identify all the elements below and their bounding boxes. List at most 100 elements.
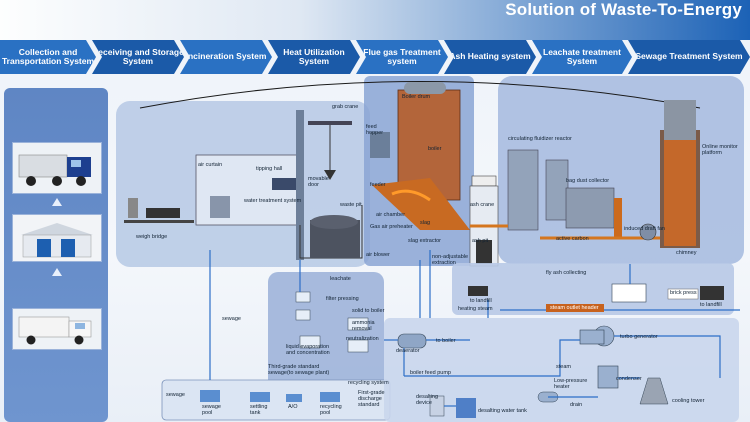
label-grab-crane: grab crane [332, 104, 359, 110]
desalting-water-tank [456, 398, 476, 418]
label-ammonia-removal: ammonia removal [352, 320, 375, 332]
ash-pit [476, 240, 492, 264]
label-water-treatment: water treatment system [244, 198, 302, 204]
label-brick-press: brick press [670, 290, 697, 296]
label-boiler-drum: Boiler drum [402, 94, 431, 100]
grab-crane-beam [308, 121, 352, 125]
label-turbo-generator: turbo generator [620, 334, 658, 340]
label-air-blower: air blower [366, 252, 390, 258]
transfer-station-icon [13, 215, 101, 261]
label-steam: steam [556, 364, 571, 370]
up-arrow-icon [52, 198, 62, 206]
stage-heat-utilization[interactable]: Heat Utilization System [268, 40, 360, 74]
label-heating-steam: heating steam [458, 306, 493, 312]
label-gas-air-preheater: Gas air preheater [370, 224, 413, 230]
feed-hopper [370, 132, 390, 158]
garbage-truck-image [12, 142, 102, 194]
stage-bar: Collection and Transportation System Rec… [0, 40, 750, 74]
weigh-truck [146, 208, 180, 218]
label-filter-pressing: filter pressing [326, 296, 359, 302]
stage-ash-heating[interactable]: Ash Heating system [444, 40, 536, 74]
collection-vehicle-icon [13, 309, 101, 349]
label-leachate: leachate [330, 276, 351, 282]
label-circulating-reactor: circulating fluidizer reactor [508, 136, 572, 142]
stage-incineration[interactable]: Incineration System [180, 40, 272, 74]
collection-vehicle-image [12, 308, 102, 350]
label-weigh-bridge: weigh bridge [136, 234, 168, 240]
grab-icon [324, 170, 336, 180]
collection-panel [4, 88, 108, 422]
stage-collection[interactable]: Collection and Transportation System [0, 40, 96, 74]
label-movable-door: movable door [308, 176, 329, 188]
label-desalting-device: desalting device [416, 394, 439, 406]
label-waste-pit: waste pit [340, 202, 362, 208]
label-condenser: condenser [616, 376, 642, 382]
label-cooling-tower: cooling tower [672, 398, 705, 404]
label-steam-outlet-header: steam outlet header [550, 305, 599, 311]
transfer-station-image [12, 214, 102, 262]
circulating-reactor [507, 149, 539, 231]
label-first-grade: First-grade discharge standard [358, 390, 385, 408]
label-feeder: feeder [370, 182, 386, 188]
label-ash-crane: ash crane [470, 202, 495, 208]
stage-sewage[interactable]: Sewage Treatment System [628, 40, 750, 74]
label-slag: slag [420, 220, 431, 226]
label-tipping-hall: tipping hall [256, 166, 283, 172]
label-air-curtain: air curtain [198, 162, 223, 168]
label-recycling-system: recycling system [348, 380, 389, 386]
label-low-pressure-heater: Low-pressure heater [554, 378, 588, 390]
label-ash-pit: ash pit [472, 238, 489, 244]
up-arrow-icon-2 [52, 268, 62, 276]
stage-receiving[interactable]: Receiving and Storage System [92, 40, 184, 74]
label-feed-hopper: feed hopper [366, 124, 384, 136]
label-sewage: sewage [222, 316, 241, 322]
label-deaerator: deaerator [396, 348, 420, 354]
label-neutralization: neutralization [346, 336, 379, 342]
label-fly-ash: fly ash collecting [546, 270, 587, 276]
label-drain: drain [570, 402, 583, 408]
cooling-tower [639, 377, 669, 405]
label-slag-extractor: slag extractor [408, 238, 442, 244]
label-online-monitor: Online monitor platform [702, 144, 738, 156]
label-chimney: chimney [676, 250, 697, 256]
pit-wall [296, 110, 304, 260]
ash-crane [471, 175, 497, 187]
header-banner: Solution of Waste-To-Energy [0, 0, 750, 40]
label-bag-dust: bag dust collector [566, 178, 610, 184]
garbage-truck-icon [13, 143, 101, 193]
label-air-chamber: air chamber [376, 212, 406, 218]
label-ao: A/O [288, 404, 298, 410]
landfill-truck [700, 286, 724, 300]
bag-dust-collector [565, 187, 615, 229]
label-non-adjustable: non-adjustable extraction [432, 254, 469, 266]
condenser [597, 365, 619, 389]
steam-outlet-header [546, 304, 604, 312]
deaerator [397, 333, 427, 349]
label-to-boiler: to boiler [436, 338, 456, 344]
induced-draft-fan [639, 223, 657, 241]
ash-heating-panel [452, 263, 734, 315]
page-title: Solution of Waste-To-Energy [505, 0, 742, 19]
label-third-grade: Third-grade standard sewage(to sewage pl… [268, 364, 330, 376]
stage-leachate[interactable]: Leachate treatment System [532, 40, 632, 74]
label-liquid-evaporation: liquid evaporation and concentration [286, 344, 330, 356]
tipping-truck [272, 178, 296, 190]
sewage-panel [161, 379, 391, 421]
label-sewage-pool: sewage pool [202, 404, 221, 416]
label-boiler-feed-pump: boiler feed pump [410, 370, 451, 376]
building-roof [139, 81, 701, 109]
label-boiler: boiler [428, 146, 442, 152]
label-settling-tank: settling tank [250, 404, 268, 416]
label-active-carbon: active carbon [556, 236, 589, 242]
label-to-landfill-2: to landfill [700, 302, 722, 308]
stage-flue-gas[interactable]: Flue gas Treatment system [356, 40, 448, 74]
landfill-truck-2 [468, 286, 488, 296]
label-solid-to-boiler: solid to boiler [352, 308, 385, 314]
label-to-landfill-1: to landfill [470, 298, 492, 304]
label-sewage-in: sewage [166, 392, 185, 398]
label-induced-draft-fan: induced draft fan [624, 226, 665, 232]
boiler-drum [404, 82, 446, 94]
water-treatment-tank [210, 196, 230, 218]
label-desalting-water-tank: desalting water tank [478, 408, 527, 414]
